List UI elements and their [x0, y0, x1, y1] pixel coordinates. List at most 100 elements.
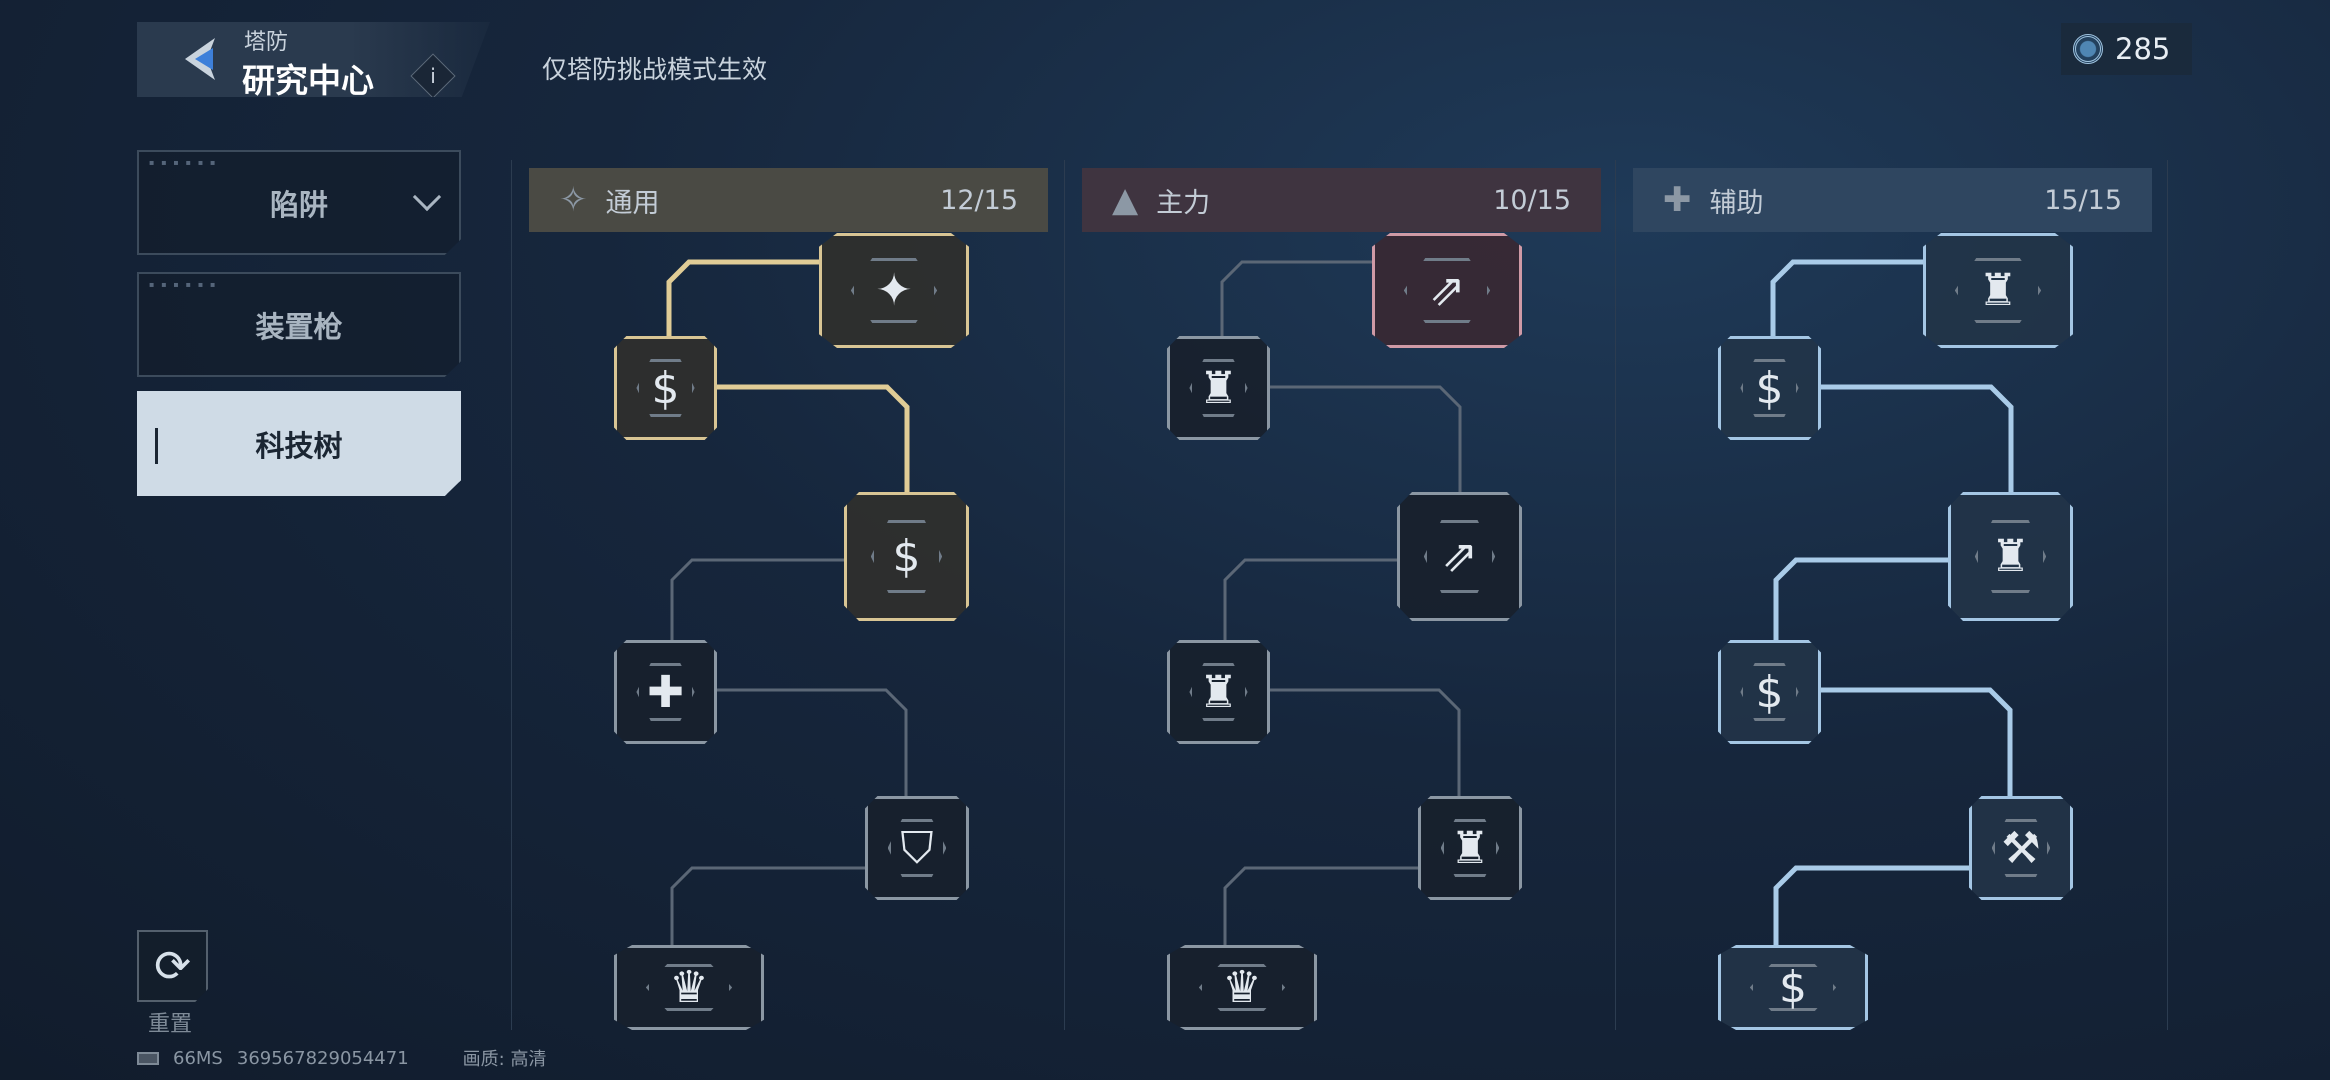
battery-icon — [137, 1051, 159, 1065]
info-icon: i — [430, 64, 436, 88]
connector-lines — [666, 259, 910, 945]
tech-node[interactable]: $ — [1718, 336, 1821, 440]
triangle-icon: ▲ — [1112, 180, 1139, 220]
hex-frame — [1749, 963, 1837, 1012]
connector-line — [1821, 384, 2014, 492]
column-title: 辅助 — [1709, 187, 1764, 219]
connector-line — [1220, 260, 1372, 336]
tower-icon: ♜ — [1198, 362, 1239, 414]
currency-value: 285 — [2115, 32, 2171, 66]
connector-line — [670, 558, 844, 640]
column-title: 主力 — [1156, 187, 1211, 219]
sidebar-item-tech-tree[interactable]: 科技树 — [137, 391, 461, 496]
connector-line — [1770, 259, 1923, 336]
hex-frame — [1440, 818, 1500, 878]
connector-line — [717, 384, 910, 492]
sidebar-item-traps[interactable]: ▪ ▪ ▪ ▪ ▪ ▪陷阱 — [137, 150, 461, 255]
tech-node[interactable]: ⛉ — [865, 796, 969, 900]
sidebar-item-label: 科技树 — [255, 428, 343, 463]
tech-column: ⇗ ♜ ⇗ ♜ ♜ ♛ — [1082, 0, 1601, 1030]
column-divider — [511, 160, 512, 1030]
dollar-wrench-icon: $ — [892, 531, 921, 582]
tech-column: ♜ $ ♜ $ ⚒ $ — [1633, 0, 2152, 1030]
connector-lines — [1770, 259, 2014, 945]
connector-line — [666, 259, 819, 336]
tech-node[interactable]: ♜ — [1923, 233, 2073, 348]
hex-frame — [887, 818, 947, 878]
info-button[interactable]: i — [410, 53, 456, 97]
shield-icon: ⛉ — [900, 822, 934, 874]
connector-lines — [1220, 260, 1462, 945]
tech-node[interactable]: ♜ — [1167, 640, 1270, 744]
hex-frame — [870, 519, 943, 594]
reset-button[interactable]: ⟳ — [137, 930, 208, 1002]
connector-line — [1773, 557, 1948, 640]
column-title: 通用 — [605, 187, 660, 219]
dollar-icon: $ — [1755, 362, 1784, 414]
tech-node[interactable]: ⇗ — [1372, 233, 1522, 348]
hex-frame — [1740, 358, 1799, 418]
tech-node[interactable]: $ — [844, 492, 969, 621]
tech-node[interactable]: ♜ — [1167, 336, 1270, 440]
mode-notice: 仅塔防挑战模式生效 — [542, 55, 768, 84]
crown-icon: ♛ — [669, 962, 709, 1013]
column-progress: 12/15 — [940, 184, 1018, 216]
dollar-wrench-icon: $ — [1755, 666, 1784, 718]
wrench-icon: ⚒ — [2001, 822, 2041, 874]
header-subtitle: 塔防 — [244, 30, 289, 55]
hex-frame — [636, 662, 695, 722]
tech-node[interactable]: ♜ — [1948, 492, 2073, 621]
connector-line — [1223, 558, 1397, 640]
column-header: ▲ 主力 10/15 — [1082, 168, 1601, 232]
tower-icon: ♜ — [1450, 822, 1490, 874]
refresh-icon: ⟳ — [154, 940, 191, 992]
tech-node[interactable]: $ — [614, 336, 717, 440]
chevron-down-icon[interactable] — [412, 182, 442, 212]
missiles-icon: ⇗ — [1428, 265, 1466, 316]
column-divider — [1615, 160, 1616, 1030]
page-title: 研究中心 — [242, 61, 374, 100]
tech-node[interactable]: ♜ — [1418, 796, 1522, 900]
sidebar-item-label: 装置枪 — [255, 309, 343, 344]
hex-frame — [1198, 963, 1286, 1012]
tech-node[interactable]: ✚ — [614, 640, 717, 744]
reset-label: 重置 — [148, 1012, 193, 1037]
connector-line — [1223, 866, 1418, 945]
dollar-icon: $ — [651, 362, 680, 414]
currency-display: 285 — [2061, 23, 2192, 75]
research-token-icon — [2073, 34, 2103, 64]
hex-frame — [1954, 257, 2042, 324]
hex-frame — [850, 257, 938, 324]
tech-node[interactable]: ♛ — [614, 945, 764, 1030]
back-header[interactable]: 塔防 研究中心 i — [137, 22, 490, 97]
sidebar-item-device-gun[interactable]: ▪ ▪ ▪ ▪ ▪ ▪装置枪 — [137, 272, 461, 377]
ping: 66MS — [173, 1047, 223, 1069]
heart-plus-icon: ✚ — [647, 666, 684, 718]
hex-frame — [1403, 257, 1491, 324]
missiles-icon: ⇗ — [1441, 531, 1478, 582]
column-divider — [2167, 160, 2168, 1030]
tech-node[interactable]: $ — [1718, 640, 1821, 744]
back-arrow-icon[interactable] — [177, 34, 227, 84]
session-id: 369567829054471 — [236, 1047, 409, 1069]
hex-frame — [1423, 519, 1496, 594]
column-divider — [1064, 160, 1065, 1030]
plus-icon: ✚ — [1663, 180, 1692, 220]
tech-node[interactable]: $ — [1718, 945, 1868, 1030]
connector-line — [1270, 688, 1461, 796]
hex-frame — [1991, 818, 2051, 878]
tech-node[interactable]: ⚒ — [1969, 796, 2073, 900]
tech-node[interactable]: ♛ — [1167, 945, 1317, 1030]
crown-icon: ♛ — [1222, 962, 1262, 1013]
hex-frame — [1740, 662, 1799, 722]
star-burst-icon: ✦ — [875, 265, 913, 316]
connector-line — [670, 866, 865, 945]
connector-line — [1821, 687, 2013, 796]
tech-node[interactable]: ⇗ — [1397, 492, 1522, 621]
tech-column: ✦ $ $ ✚ ⛉ ♛ — [529, 0, 1048, 1030]
column-progress: 15/15 — [2044, 184, 2122, 216]
graphics-quality: 画质: 高清 — [462, 1049, 547, 1070]
tech-node[interactable]: ✦ — [819, 233, 969, 348]
column-progress: 10/15 — [1493, 184, 1571, 216]
